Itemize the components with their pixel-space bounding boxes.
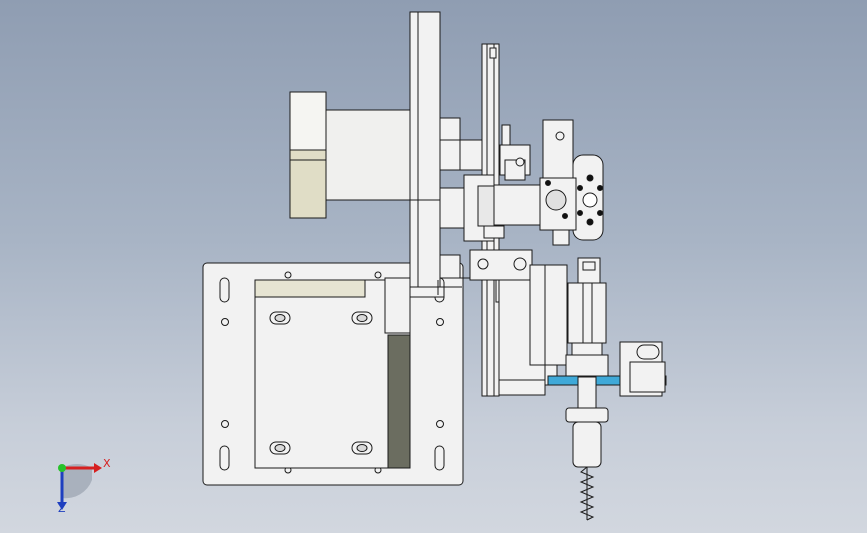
upper-brackets [439, 117, 531, 181]
triad-x-arrow [94, 463, 102, 473]
slide-block [439, 174, 545, 242]
triad-shadow [62, 463, 92, 499]
triad-z-label: Z [58, 502, 66, 515]
coordinate-triad [57, 463, 102, 510]
collet [565, 376, 609, 521]
lower-guide [498, 264, 568, 396]
triad-z-arrow [57, 502, 67, 510]
motor [289, 91, 411, 219]
rotary-head [539, 119, 604, 246]
cylinder [565, 257, 609, 378]
vertical-plate [384, 11, 480, 334]
inner-block [254, 279, 411, 469]
triad-y-axis [58, 464, 66, 472]
triad-x-label: X [103, 457, 111, 470]
cyan-band [547, 341, 667, 397]
